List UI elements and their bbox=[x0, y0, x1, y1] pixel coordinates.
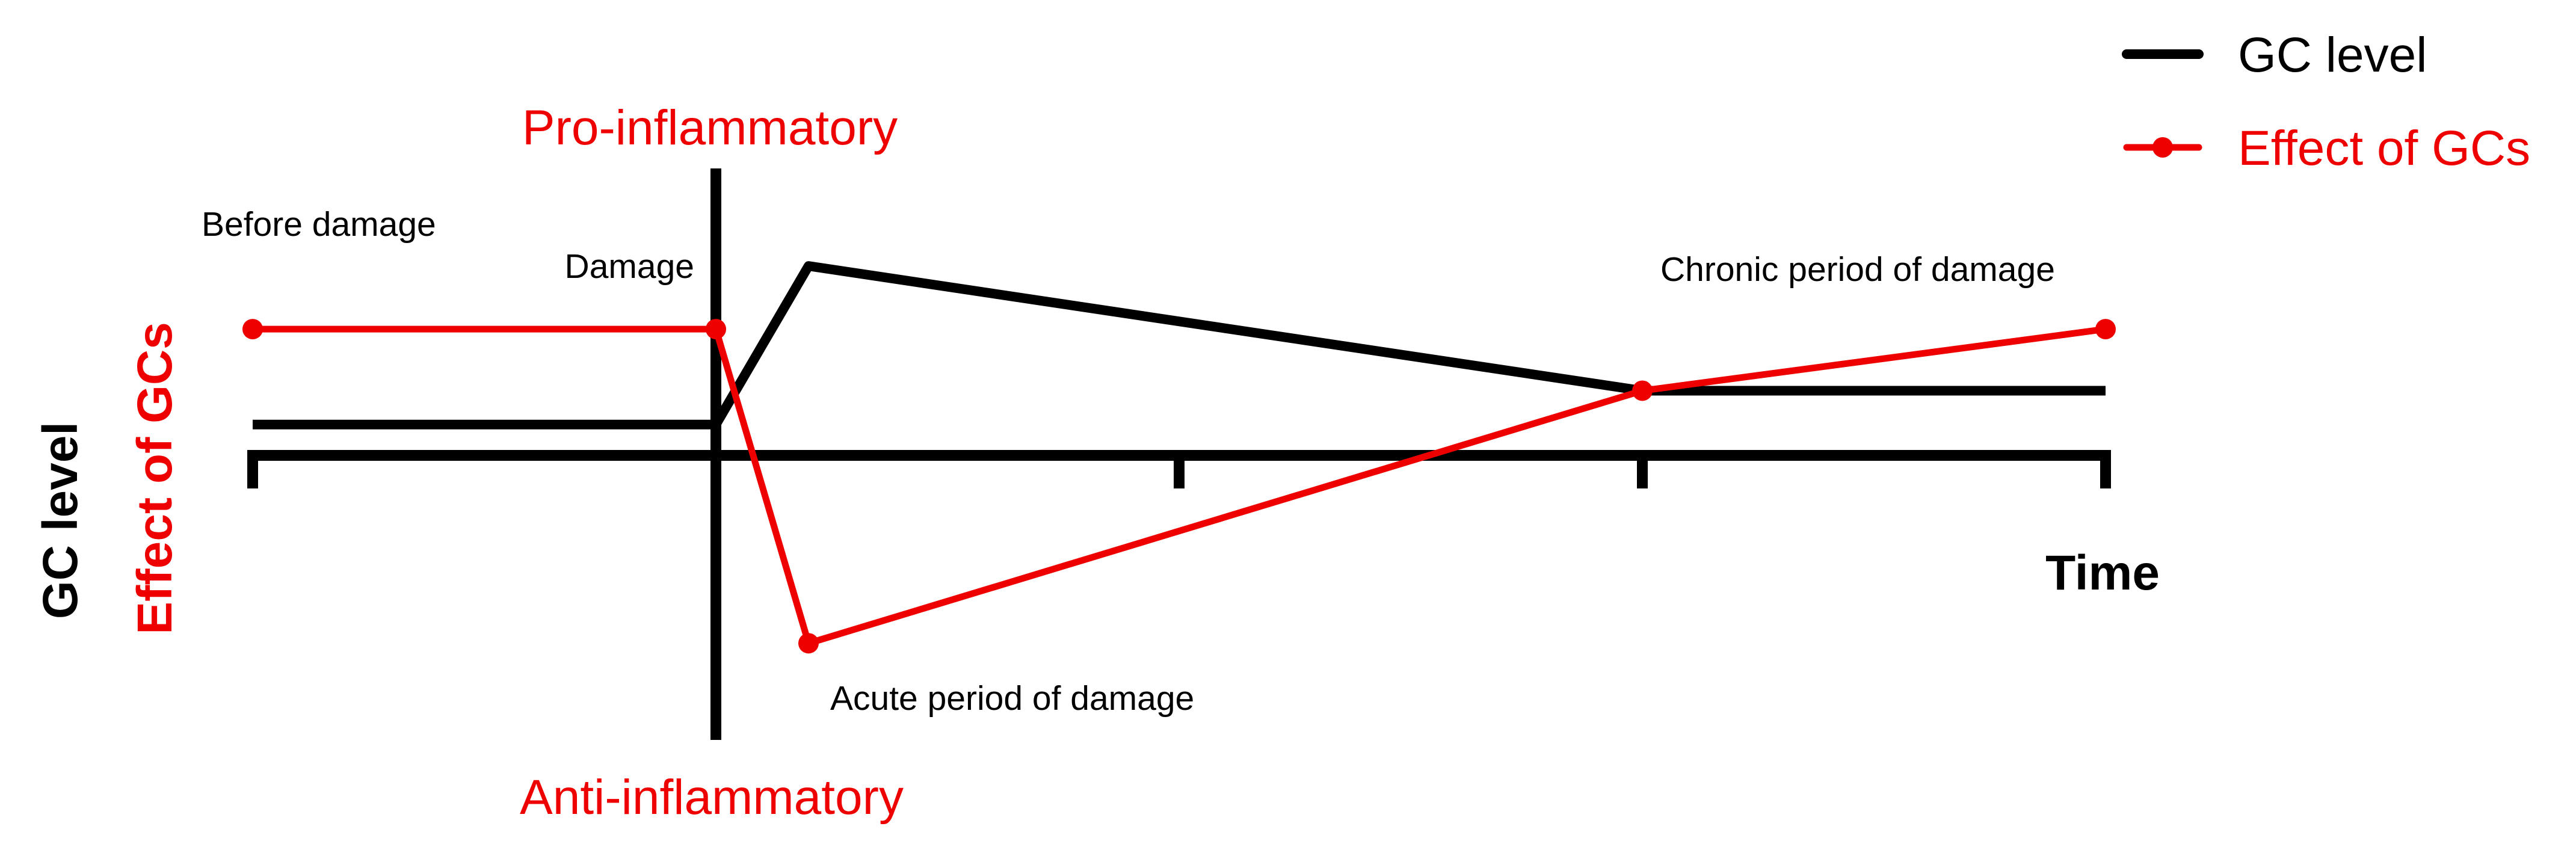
x-axis-label: Time bbox=[2045, 546, 2160, 600]
annotation-pro-inflammatory: Pro-inflammatory bbox=[522, 100, 898, 155]
annotation-damage: Damage bbox=[565, 247, 694, 286]
series-line-gc bbox=[253, 261, 2106, 430]
x-axis-ticks bbox=[247, 455, 2111, 488]
series-layer bbox=[242, 261, 2116, 654]
legend-marker-effect bbox=[2152, 137, 2173, 158]
annotation-acute: Acute period of damage bbox=[830, 679, 1194, 718]
annotation-before-damage: Before damage bbox=[202, 205, 436, 244]
legend-label-effect: Effect of GCs bbox=[2238, 121, 2530, 176]
axes bbox=[247, 168, 2111, 740]
legend-label-gc: GC level bbox=[2238, 28, 2427, 82]
series-point-effect-1 bbox=[706, 319, 726, 340]
y-axis-label-effect-of-gcs: Effect of GCs bbox=[128, 322, 182, 634]
series-point-effect-4 bbox=[2095, 319, 2116, 340]
annotation-chronic: Chronic period of damage bbox=[1660, 250, 2055, 289]
series-point-effect-3 bbox=[1632, 380, 1653, 401]
series-point-effect-0 bbox=[242, 319, 263, 340]
annotation-anti-inflammatory: Anti-inflammatory bbox=[520, 770, 904, 825]
series-point-effect-2 bbox=[798, 633, 819, 654]
y-axis-label-gc-level: GC level bbox=[33, 422, 88, 619]
